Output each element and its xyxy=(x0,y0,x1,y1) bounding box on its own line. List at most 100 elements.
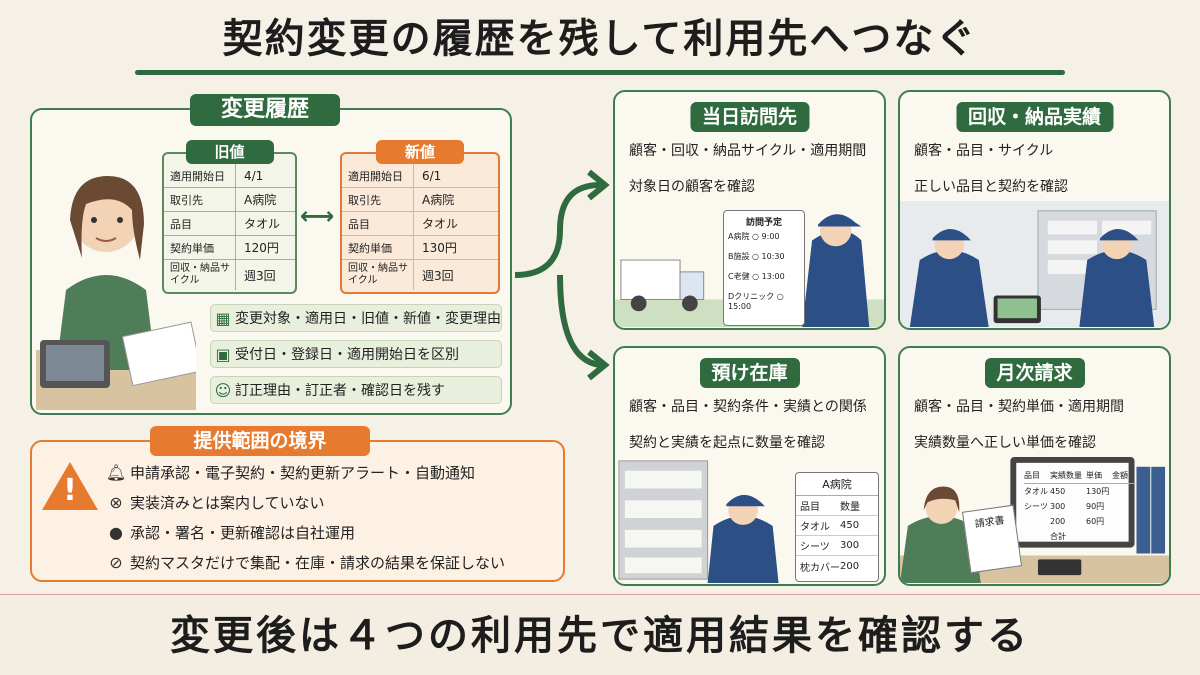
stock-table-header: 品目数量 xyxy=(796,496,878,516)
billing-cell: タオル xyxy=(1024,487,1048,496)
old-row-label: 適用開始日 xyxy=(164,164,236,187)
invoice-label: 請求書 xyxy=(974,515,1006,531)
boundary-item-text: 承認・署名・更新確認は自社運用 xyxy=(130,523,356,542)
card-title: 預け在庫 xyxy=(699,358,800,388)
card-fields: 顧客・回収・納品サイクル・適用期間 xyxy=(629,143,867,159)
old-row-value: 週3回 xyxy=(244,268,276,283)
woman-reviewing-illustration xyxy=(36,176,196,410)
stock-cell: 450 xyxy=(840,520,860,531)
old-row: 取引先 A病院 xyxy=(164,188,295,212)
card-title: 回収・納品実績 xyxy=(955,102,1114,132)
footer-band xyxy=(0,593,1200,675)
old-row: 回収・納品サイクル週3回 xyxy=(164,260,295,290)
billing-cell: 合計 xyxy=(1050,532,1066,541)
new-row-value: 6/1 xyxy=(422,168,442,183)
card-fields: 顧客・品目・契約条件・実績との関係 xyxy=(629,399,867,415)
billing-table-header: 品目 実績数量 単価 金額 xyxy=(1024,468,1134,484)
x-circle-icon: ⊗ xyxy=(109,492,123,512)
new-row: 契約単価 130円 xyxy=(342,236,498,260)
new-row-label: 品目 xyxy=(342,212,414,235)
old-row-value: A病院 xyxy=(244,193,277,207)
old-row-label: 取引先 xyxy=(164,188,236,211)
new-row-label: 契約単価 xyxy=(342,236,414,259)
card-today-visits: 当日訪問先 顧客・回収・納品サイクル・適用期間 対象日の顧客を確認 訪問予定 A… xyxy=(613,90,886,330)
old-value-box: 旧値 適用開始日 4/1 取引先 A病院 品目タオル 契約単価 120円 回収・納品サ… xyxy=(162,140,297,294)
history-item-text: 受付日・登録日・適用開始日を区別 xyxy=(235,347,459,363)
billing-cell: 450 xyxy=(1050,487,1066,496)
card-fields: 顧客・品目・契約単価・適用期間 xyxy=(914,399,1124,415)
billing-header-cell: 実績数量 xyxy=(1050,471,1082,480)
old-row-value: 4/1 xyxy=(244,168,264,183)
card-title: 月次請求 xyxy=(984,358,1085,388)
old-row: 品目タオル xyxy=(164,212,295,236)
boundary-item-text: 実装済みとは案内していない xyxy=(130,493,325,512)
history-title: 変更履歴 xyxy=(190,94,340,126)
footer-divider xyxy=(0,594,1200,595)
boundary-title: 提供範囲の境界 xyxy=(150,426,370,456)
old-row: 適用開始日 4/1 xyxy=(164,164,295,188)
stock-check-illustration xyxy=(618,460,779,584)
old-row-label: 回収・納品サイクル xyxy=(164,260,236,290)
new-row-label: 回収・納品サイクル xyxy=(342,260,414,290)
new-row-value: 130円 xyxy=(422,241,457,255)
stock-cell: タオル xyxy=(800,522,830,533)
stock-cell: 200 xyxy=(840,560,860,572)
boundary-item: 🔔︎申請承認・電子契約・契約更新アラート・自動通知 xyxy=(102,460,475,484)
old-row-label: 品目 xyxy=(164,212,236,235)
billing-clerk-illustration xyxy=(900,456,1169,584)
calendar-icon: ▦ xyxy=(215,308,231,328)
billing-header-cell: 品目 xyxy=(1024,471,1040,480)
old-value-label: 旧値 xyxy=(185,140,274,164)
billing-cell: 200 xyxy=(1050,517,1066,526)
card-purpose: 対象日の顧客を確認 xyxy=(629,179,755,195)
card-monthly-billing: 月次請求 顧客・品目・契約単価・適用期間 実績数量へ正しい単価を確認 品目 実績… xyxy=(898,346,1171,586)
billing-table-row: シーツ 300 90円 xyxy=(1024,499,1134,514)
billing-cell: 90円 xyxy=(1086,502,1105,511)
boundary-item: ●承認・署名・更新確認は自社運用 xyxy=(102,520,355,544)
billing-table-row: 200 60円 xyxy=(1024,514,1134,529)
schedule-title: 訪問予定 xyxy=(745,218,782,228)
visit-schedule-sheet: 訪問予定 A病院 ○ 9:00 B施設 ○ 10:30 C老健 ○ 13:00 … xyxy=(723,210,805,326)
schedule-row: B施設 ○ 10:30 xyxy=(728,252,785,261)
card-fields: 顧客・品目・サイクル xyxy=(914,143,1054,159)
history-item-text: 訂正理由・訂正者・確認日を残す xyxy=(235,383,445,399)
new-value-label: 新値 xyxy=(376,140,464,164)
billing-cell: 130円 xyxy=(1086,487,1110,496)
boundary-item-text: 契約マスタだけで集配・在庫・請求の結果を保証しない xyxy=(130,553,506,572)
boundary-item-text: 申請承認・電子契約・契約更新アラート・自動通知 xyxy=(130,463,476,482)
card-title: 当日訪問先 xyxy=(689,102,810,132)
new-row-label: 適用開始日 xyxy=(342,164,414,187)
old-row-label: 契約単価 xyxy=(164,236,236,259)
new-row: 品目タオル xyxy=(342,212,498,236)
branch-arrows xyxy=(514,169,610,381)
schedule-row: C老健 ○ 13:00 xyxy=(728,272,785,281)
history-item: ▦変更対象・適用日・旧値・新値・変更理由 xyxy=(210,304,502,332)
stock-cell: シーツ xyxy=(800,542,830,553)
old-row: 契約単価 120円 xyxy=(164,236,295,260)
user-check-icon: ☺ xyxy=(214,380,232,400)
stock-table-row: タオル 450 xyxy=(796,516,878,536)
billing-table-row: タオル 450 130円 xyxy=(1024,484,1134,499)
handover-illustration xyxy=(900,200,1169,328)
schedule-row: Dクリニック ○ 15:00 xyxy=(728,292,784,311)
page-title: 契約変更の履歴を残して利用先へつなぐ xyxy=(222,16,978,62)
new-row-value: 週3回 xyxy=(422,268,454,283)
old-row-value: 120円 xyxy=(244,241,279,255)
billing-header-cell: 単価 xyxy=(1086,471,1102,480)
history-panel: 旧値 適用開始日 4/1 取引先 A病院 品目タオル 契約単価 120円 回収・納品サ… xyxy=(30,108,512,415)
stock-cell: 300 xyxy=(840,540,860,551)
card-purpose: 実績数量へ正しい単価を確認 xyxy=(914,435,1096,451)
card-purpose: 正しい品目と契約を確認 xyxy=(914,179,1068,195)
billing-cell: シーツ xyxy=(1024,502,1048,511)
warning-icon xyxy=(42,462,98,510)
compare-arrow-icon: ⟷ xyxy=(300,202,335,230)
new-row-label: 取引先 xyxy=(342,188,414,211)
new-row: 適用開始日 6/1 xyxy=(342,164,498,188)
bell-icon: 🔔︎ xyxy=(105,462,127,482)
stock-header-cell: 数量 xyxy=(840,502,860,513)
footer-message: 変更後は４つの利用先で適用結果を確認する xyxy=(170,613,1030,659)
prohibited-icon: ⊘ xyxy=(109,552,123,572)
billing-cell: 60円 xyxy=(1086,517,1105,526)
